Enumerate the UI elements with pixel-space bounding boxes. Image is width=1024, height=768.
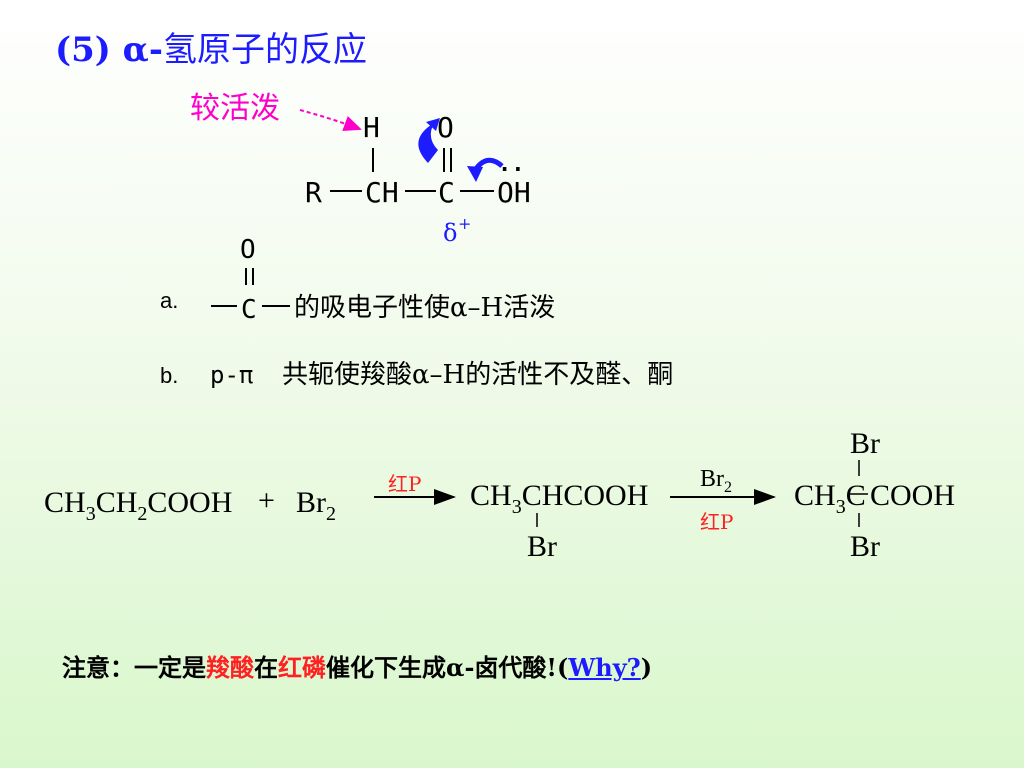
alpha-carbon: CH [365, 176, 399, 209]
carbonyl-o-a: O [240, 235, 256, 265]
reactant2: Br2 [296, 486, 336, 525]
alpha-hydrogen: H [363, 111, 380, 144]
r-group: R [305, 176, 322, 209]
note-red-phosphorus: 红磷 [278, 653, 326, 682]
catalyst1-label: 红P [388, 472, 421, 496]
carbonyl-c-a: C [241, 295, 257, 325]
plus-sign: + [258, 484, 275, 517]
partial-positive-delta: δ [443, 219, 457, 247]
note-carboxylic-acid: 羧酸 [206, 653, 254, 682]
title-prefix: (5) α- [55, 30, 163, 70]
point-a-text: 的吸电子性使α–H活泼 [294, 293, 555, 323]
title-main: 氢原子的反应 [162, 30, 367, 70]
catalyst2-label: 红P [700, 510, 733, 534]
active-label: 较活泼 [190, 91, 280, 126]
point-a-label: a. [160, 288, 179, 313]
product1-bromine: Br [527, 530, 557, 563]
product1: CH3CHCOOH [470, 479, 648, 518]
electron-shift-arrow-2-head [467, 166, 483, 182]
page-title: (5) α-氢原子的反应 [55, 22, 367, 71]
product2-cooh: COOH [870, 479, 955, 512]
product2: CH3C [794, 479, 866, 518]
active-pointer-arrow [299, 109, 362, 132]
reactant1: CH3CH2COOH [44, 486, 232, 525]
note-part2: 在 [254, 653, 278, 682]
reagent2-label: Br2 [700, 466, 732, 496]
product2-top-bromine: Br [850, 427, 880, 460]
point-b-label: b. [160, 363, 179, 388]
note-line: 注意：一定是羧酸在红磷催化下生成α-卤代酸!(Why?) [62, 648, 652, 683]
point-b-prefix: p-π [210, 361, 253, 389]
why-link[interactable]: Why? [568, 653, 641, 682]
hydroxyl-group: OH [497, 176, 531, 209]
carbonyl-oxygen: O [437, 111, 454, 144]
partial-positive-sign: + [458, 214, 471, 233]
electron-shift-arrow-1 [418, 123, 438, 163]
note-part3: 催化下生成α-卤代酸!( [326, 653, 569, 682]
carbonyl-carbon: C [438, 176, 455, 209]
note-part1: 注意：一定是 [62, 653, 206, 682]
electron-shift-arrow-1-head [426, 118, 440, 131]
product2-bottom-bromine: Br [850, 530, 880, 563]
note-part4: ) [640, 653, 653, 682]
point-b-text: 共轭使羧酸α–H的活性不及醛、酮 [282, 360, 673, 390]
lone-pair: ·· [498, 158, 525, 183]
